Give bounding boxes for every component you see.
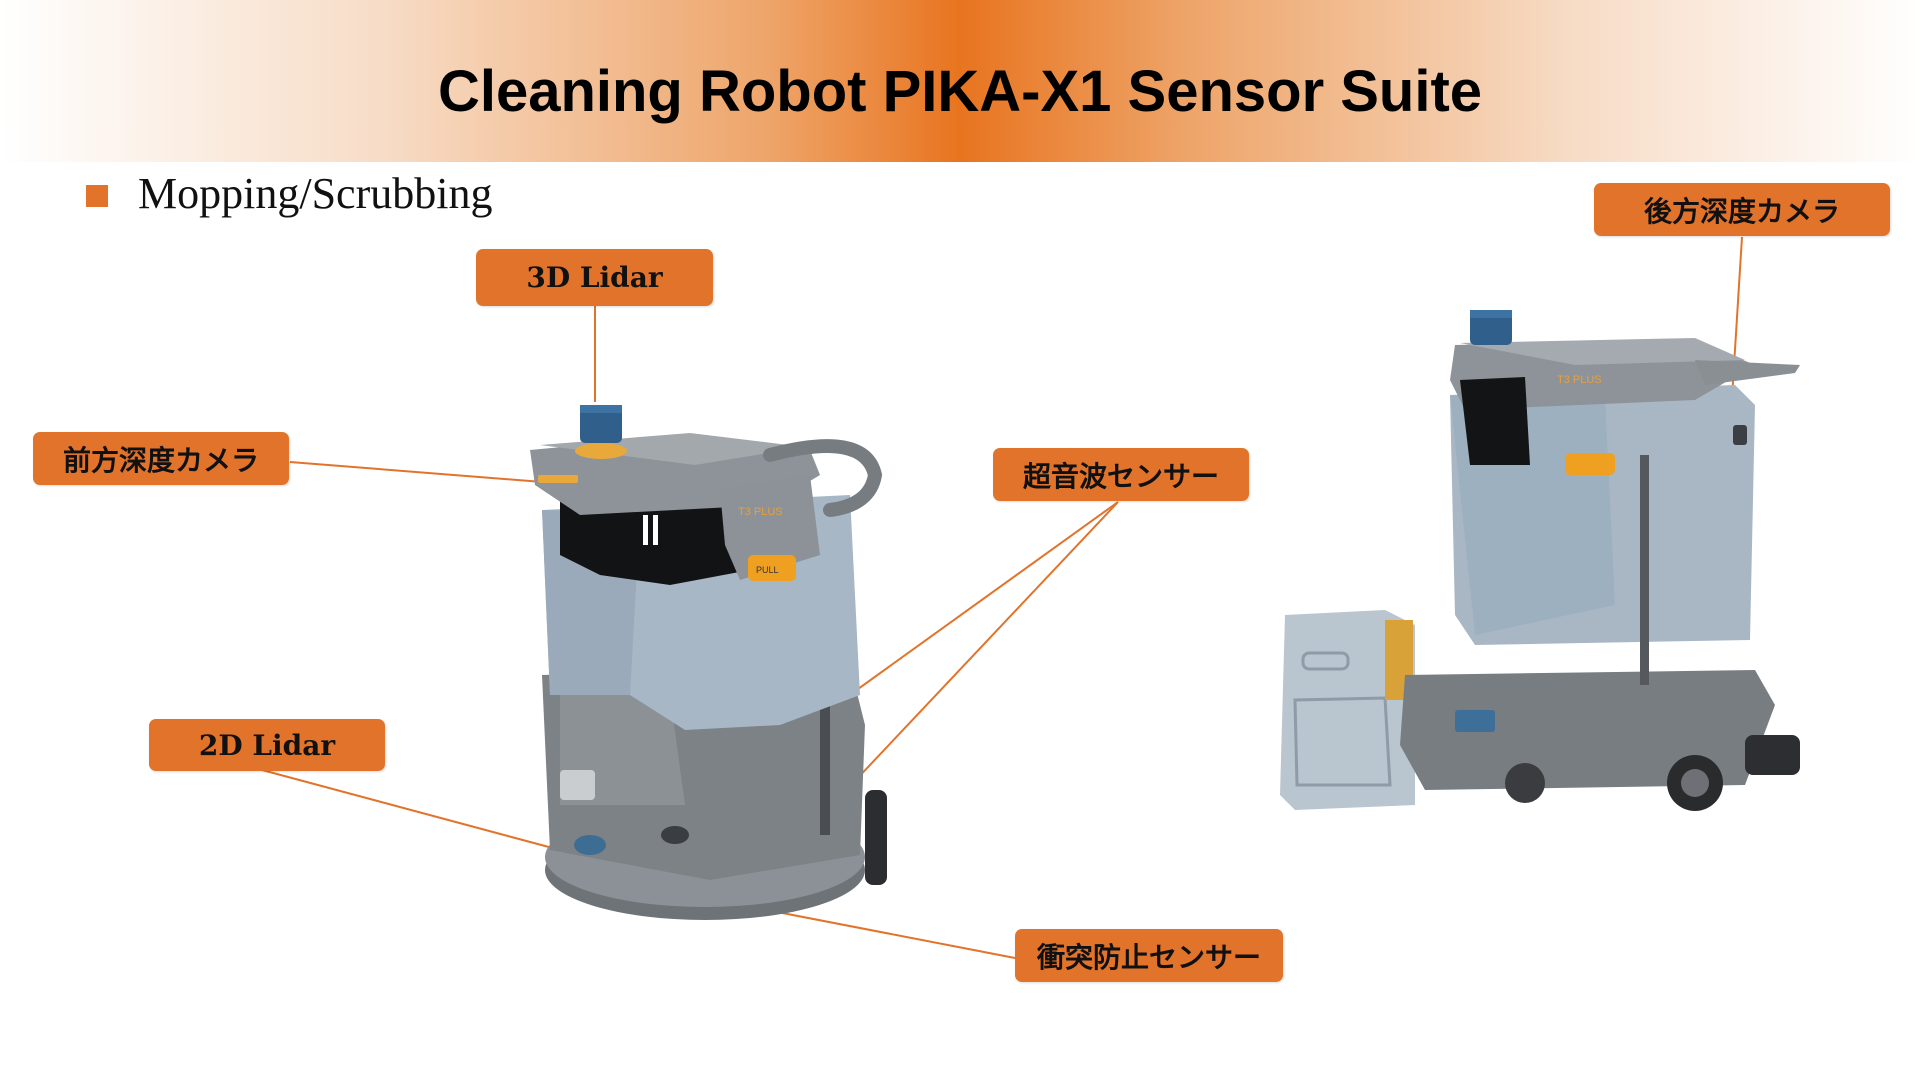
front-badge-text: T3 PLUS xyxy=(738,506,783,518)
label-ultrasonic-sensor: 超音波センサー xyxy=(993,448,1249,501)
slide-title: Cleaning Robot PIKA-X1 Sensor Suite xyxy=(437,59,1483,124)
leader-2d-lidar xyxy=(261,769,561,851)
bullet-text: Mopping/Scrubbing xyxy=(138,169,493,218)
pull-handle-text: PULL xyxy=(756,565,779,575)
robot-front-view: T3 PLUS PULL xyxy=(530,405,887,920)
header-band xyxy=(0,0,1920,162)
label-collision-sensor: 衝突防止センサー xyxy=(1015,929,1283,982)
label-front-depth-camera: 前方深度カメラ xyxy=(33,432,289,485)
leader-ultrasonic-b xyxy=(819,501,1119,819)
label-rear-depth-camera: 後方深度カメラ xyxy=(1594,183,1890,236)
label-2d-lidar: 2D Lidar xyxy=(149,719,385,771)
bullet-square xyxy=(86,185,108,207)
robot-side-view: T3 PLUS xyxy=(1280,310,1800,811)
label-3d-lidar: 3D Lidar xyxy=(476,249,713,306)
side-badge-text: T3 PLUS xyxy=(1557,374,1602,386)
leader-front-camera xyxy=(289,461,556,484)
